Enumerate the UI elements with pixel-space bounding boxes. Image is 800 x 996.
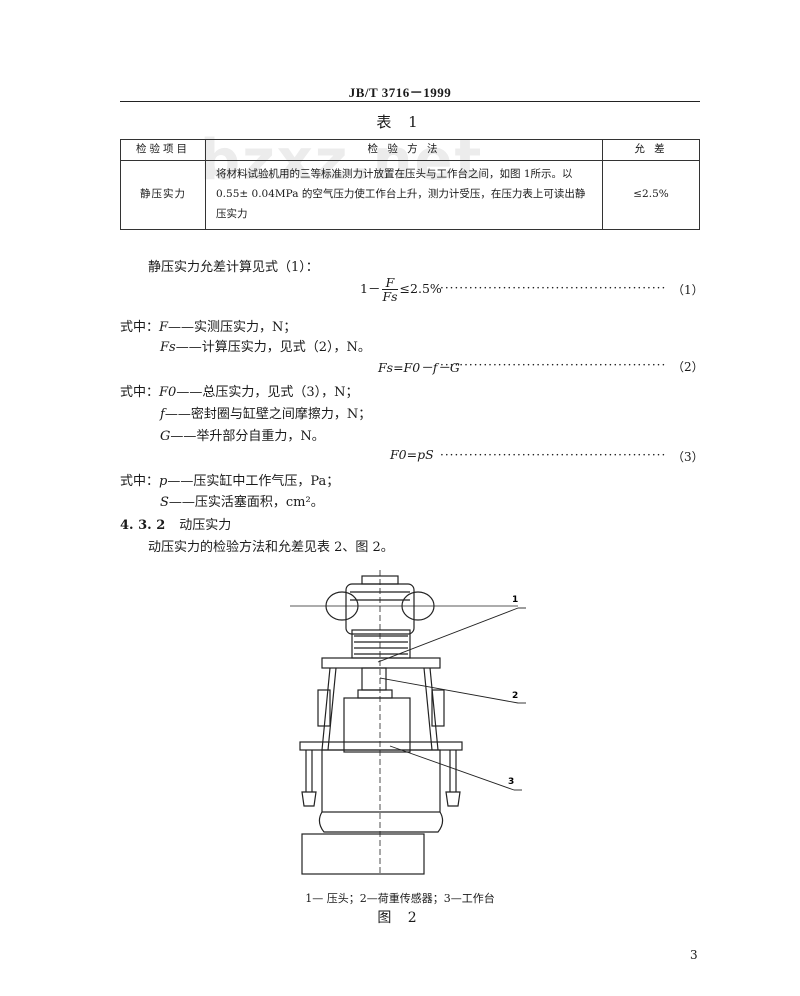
eq1-number: （1） [672,283,704,297]
definition: ——实测压实力，N； [168,320,297,335]
callout-leader-2 [379,677,519,704]
where2-line-2: G——举升部分自重力，N。 [160,425,325,444]
section-number: 4. 3. 2 [120,518,166,533]
where-lead: 式中： [120,320,160,335]
callout-label-1: 1 [512,595,518,605]
where-lead: 式中： [120,385,160,400]
inspection-table: 检验项目 检 验 方 法 允 差 静压实力 将材料试验机用的三等标准测力计放置在… [120,139,700,230]
definition: ——总压实力，见式（3），N； [176,385,359,400]
header-tolerance: 允 差 [602,139,700,161]
cell-tolerance: ≤2.5% [602,160,700,230]
page-number: 3 [690,948,698,962]
symbol: Fs [160,340,176,355]
intro-text: 静压实力允差计算见式（1）： [148,260,319,275]
eq1-numerator: F [382,276,398,290]
table-title: 表 1 [376,113,424,131]
eq3-leader: ········································… [440,448,666,462]
where2-line-1: f——密封圈与缸壁之间摩擦力，N； [160,403,371,422]
figure-caption: 1— 压头；2—荷重传感器；3—工作台 [305,892,495,905]
callout-label-3: 3 [508,777,514,787]
eq3-number: （3） [672,450,704,464]
eq2-leader: ········································… [440,358,666,372]
table-row: 静压实力 将材料试验机用的三等标准测力计放置在压头与工作台之间，如图 1所示。以… [120,160,700,230]
header-item: 检验项目 [120,139,206,161]
document-code: JB/T 3716－1999 [348,85,452,100]
upper-plate [321,657,441,669]
where3-line-1: S——压实活塞面积，cm²。 [160,491,324,510]
where2-line-0: 式中：F0——总压实力，见式（3），N； [120,381,358,400]
table-header-row: 检验项目 检 验 方 法 允 差 [120,139,700,161]
header-method: 检 验 方 法 [205,139,603,161]
definition: ——压实缸中工作气压，Pa； [167,474,340,489]
machine-base [301,833,425,875]
eq2-number: （2） [672,360,704,374]
symbol: p [159,474,168,489]
section-title: 动压实力 [179,518,232,533]
where-lead: 式中： [120,474,160,489]
definition: ——计算压实力，见式（2），N。 [175,340,371,355]
eq1-prefix: 1－ [360,281,381,296]
cell-item: 静压实力 [120,160,206,230]
symbol: f [160,407,165,422]
definition: ——压实活塞面积，cm²。 [168,495,324,510]
eq1-denominator: Fs [382,289,398,304]
eq1-suffix: ≤2.5% [399,281,442,296]
callout-leader-1 [377,607,519,663]
header-rule [120,101,700,102]
callout-label-2: 2 [512,691,518,701]
where3-line-0: 式中：p——压实缸中工作气压，Pa； [120,470,339,489]
equation-3: F0=pS [390,447,434,462]
cylinder-block [343,697,411,753]
symbol: S [160,495,169,510]
load-cell [361,667,387,691]
symbol: F0 [159,385,177,400]
symbol: G [160,429,171,444]
section-heading: 4. 3. 2 动压实力 [120,514,231,533]
symbol: F [159,320,169,335]
cell-method: 将材料试验机用的三等标准测力计放置在压头与工作台之间，如图 1所示。以 0.55… [205,160,603,230]
where1-line-1: Fs——计算压实力，见式（2），N。 [160,336,371,355]
callout-leader-3 [389,745,515,791]
section-text: 动压实力的检验方法和允差见表 2、图 2。 [148,540,394,555]
where1-line-0: 式中：F——实测压实力，N； [120,316,296,335]
eq1-leader: ········································… [440,281,666,295]
equation-2: Fs=F0－f－G [378,360,460,375]
definition: ——举升部分自重力，N。 [170,429,325,444]
definition: ——密封圈与缸壁之间摩擦力，N； [164,407,372,422]
lower-cylinder [321,749,441,813]
press-machine-drawing: 1 2 3 [290,570,526,876]
figure-label: 图 2 [377,910,423,926]
